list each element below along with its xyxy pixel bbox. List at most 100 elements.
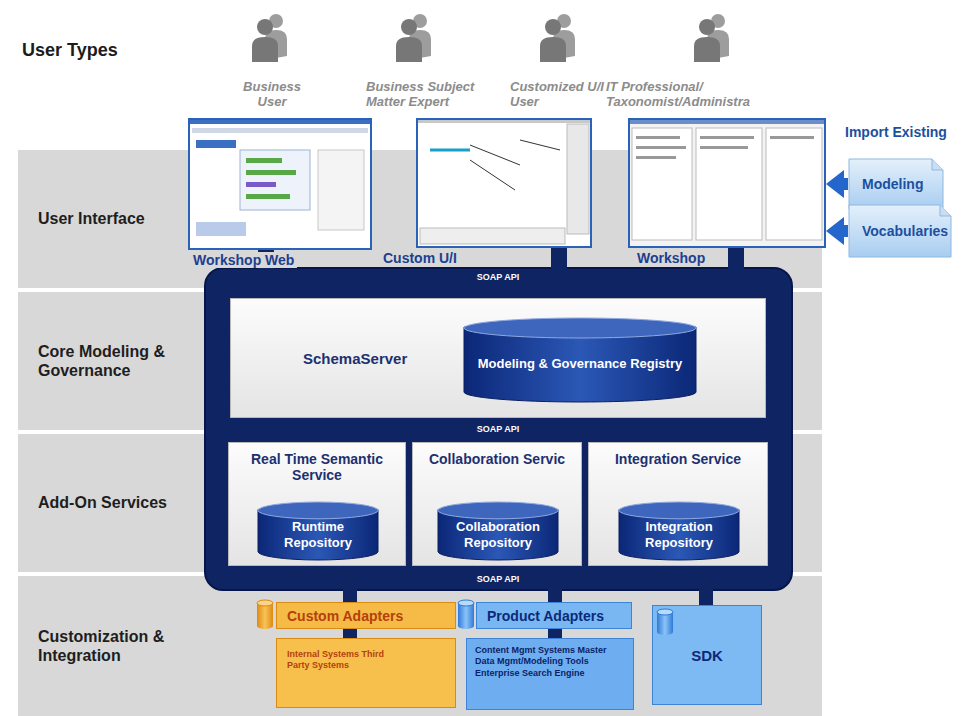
node-label: SchemaServer bbox=[303, 350, 407, 367]
bus-label: SOAP API bbox=[448, 574, 548, 584]
import-arrow bbox=[826, 231, 848, 232]
user-icon bbox=[694, 14, 729, 62]
node-label: Integration Repository bbox=[624, 519, 734, 550]
repository-icon bbox=[458, 600, 474, 606]
node-label: Collaboration Repository bbox=[443, 519, 553, 550]
cylinder-top bbox=[258, 502, 378, 519]
user-icon bbox=[252, 14, 287, 62]
document-page bbox=[849, 159, 943, 209]
server-box: SchemaServer Modeling & Governance Regist… bbox=[230, 298, 766, 418]
layer-band: Core Modeling & Governance SchemaServer Mo… bbox=[18, 292, 822, 430]
service-box: Real Time Semantic ServiceRuntime Reposi… bbox=[228, 442, 406, 566]
node-label: Product Adapters bbox=[487, 608, 604, 624]
screen-line bbox=[430, 149, 470, 152]
cylinder-top bbox=[464, 318, 696, 338]
repository-cylinder: Collaboration Repository bbox=[437, 501, 559, 561]
adapter-bar: Product Adapters bbox=[476, 602, 632, 629]
node-label: Integration Service bbox=[595, 451, 761, 467]
screen-widget bbox=[196, 222, 246, 236]
backbone-stem bbox=[548, 586, 562, 640]
kit-box: SDK bbox=[652, 605, 762, 705]
screen-line bbox=[700, 146, 748, 149]
kit-box-fill bbox=[652, 605, 762, 705]
layer-band: Add-On Services Real Time Semantic Servic… bbox=[18, 434, 822, 572]
screen-box: Workshop bbox=[628, 118, 826, 248]
node-label: Custom Adapters bbox=[287, 608, 403, 624]
document-shape: Modeling bbox=[848, 158, 944, 210]
screen-widget bbox=[246, 170, 296, 175]
layer-label: User Interface bbox=[38, 209, 145, 228]
screen-line bbox=[700, 136, 754, 139]
node-label: Vocabularies bbox=[862, 223, 948, 239]
screen-ground bbox=[628, 118, 826, 248]
user-label: Business User bbox=[236, 80, 308, 110]
node-label: Collaboration Servic bbox=[419, 451, 575, 467]
screen-widget bbox=[246, 194, 290, 199]
service-box: Integration ServiceIntegration Repositor… bbox=[588, 442, 768, 566]
user-label: Business Subject Matter Expert bbox=[366, 80, 491, 110]
screen-ground bbox=[416, 118, 592, 248]
screen-line bbox=[470, 145, 520, 165]
screen-line bbox=[470, 160, 515, 190]
bus-label: SOAP API bbox=[448, 272, 548, 282]
screen-box: Custom U/I bbox=[416, 118, 592, 248]
node-label: Real Time Semantic Service bbox=[235, 451, 399, 483]
screen-line bbox=[636, 136, 680, 139]
row-heading: User Types bbox=[22, 40, 172, 61]
system-list-box: Internal Systems Third Party Systems bbox=[276, 638, 456, 708]
screen-titlebar bbox=[188, 118, 372, 124]
screen-ground bbox=[188, 118, 372, 250]
repository-cylinder: Integration Repository bbox=[618, 501, 740, 561]
screen-line bbox=[636, 156, 676, 159]
node-label: Runtime Repository bbox=[263, 519, 373, 550]
adapter-bar: Custom Adapters bbox=[276, 602, 456, 629]
node-label: SDK bbox=[691, 647, 723, 664]
screen-pictures bbox=[188, 118, 826, 250]
screen-line bbox=[520, 140, 560, 150]
screen-box: Workshop Web bbox=[188, 118, 372, 250]
screen-titlebar bbox=[416, 118, 592, 123]
screen-panel bbox=[318, 150, 364, 230]
screen-widget bbox=[246, 158, 282, 163]
repository-cylinder: Runtime Repository bbox=[257, 501, 379, 561]
node-label: Modeling & Governance Registry bbox=[478, 356, 682, 372]
service-box: Collaboration ServicCollaboration Reposi… bbox=[412, 442, 582, 566]
screen-widget bbox=[196, 140, 236, 148]
screen-panel bbox=[696, 128, 762, 240]
screen-panel bbox=[766, 128, 822, 240]
adapter-icons bbox=[257, 600, 762, 705]
document-fold bbox=[932, 159, 943, 170]
repository-icon bbox=[657, 609, 673, 615]
repository-cylinder: Modeling & Governance Registry bbox=[463, 317, 697, 403]
document-shape: Vocabularies bbox=[848, 204, 952, 258]
user-label: IT Professional/ Taxonomist/Administra bbox=[606, 80, 776, 110]
screen-panel bbox=[567, 124, 589, 234]
user-icon bbox=[396, 14, 431, 62]
node-label: Content Mgmt Systems Master Data Mgmt/Mo… bbox=[475, 645, 610, 679]
screen-widget bbox=[246, 182, 276, 187]
arrow-tip bbox=[826, 231, 838, 232]
node-label: Custom U/I bbox=[380, 250, 460, 266]
node-label: Modeling bbox=[862, 176, 923, 192]
repository-icon bbox=[458, 603, 474, 629]
arrow-shaft bbox=[838, 225, 848, 237]
screen-toolbar bbox=[192, 128, 368, 133]
cylinder-top bbox=[438, 502, 558, 519]
node-label: Workshop bbox=[634, 250, 708, 266]
import-arrow bbox=[826, 184, 848, 185]
node-label: Workshop Web bbox=[190, 252, 297, 268]
layer-label: Add-On Services bbox=[38, 493, 167, 512]
layer-label: Customization & Integration bbox=[38, 627, 203, 665]
node-label: Internal Systems Third Party Systems bbox=[287, 649, 387, 671]
backbone-stem bbox=[728, 246, 744, 270]
repository-icon bbox=[257, 603, 273, 629]
user-icon bbox=[540, 14, 575, 62]
screen-panel bbox=[632, 128, 692, 240]
soap-backbone bbox=[205, 246, 792, 640]
layer-label: Core Modeling & Governance bbox=[38, 342, 203, 380]
arrow-tip bbox=[826, 184, 838, 185]
repository-icon bbox=[257, 600, 273, 606]
user-label: Customized U/I User bbox=[510, 80, 620, 110]
